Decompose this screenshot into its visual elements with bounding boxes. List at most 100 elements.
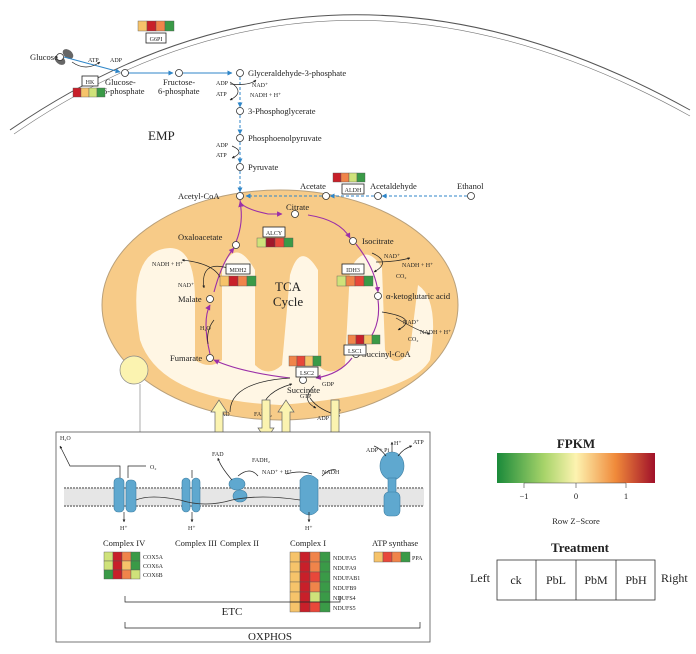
heatmap-hk-cell xyxy=(80,87,90,98)
gene-cox6a-cell xyxy=(121,560,132,571)
heatmap-ppa-cell xyxy=(382,551,393,563)
heatmap-lsc1-cell xyxy=(355,334,365,345)
oxphos-bracket xyxy=(124,622,421,629)
heatmap-aclcy xyxy=(256,237,294,248)
emp-label: EMP xyxy=(148,128,175,143)
gene-label: NDUFS4 xyxy=(333,596,356,602)
treatment-right: Right xyxy=(661,571,688,585)
gene-ndufa9-cell xyxy=(319,561,331,573)
treatment-pbh: PbH xyxy=(625,573,647,587)
gene-ndufa5-cell xyxy=(319,551,331,563)
atp-label: ATP xyxy=(413,440,424,446)
heatmap-aclcy-cell xyxy=(256,237,267,248)
gene-cox6b-cell xyxy=(103,569,114,580)
treatment-left: Left xyxy=(470,571,491,585)
heatmap-aldh-cell xyxy=(356,172,366,183)
heatmap-ppa-cell xyxy=(400,551,411,563)
fadh2-label: FADH₂ xyxy=(252,458,270,464)
ppa-label: PPA xyxy=(412,556,423,562)
gene-ndufb9-cell xyxy=(319,581,331,593)
complex-i-shape xyxy=(299,474,319,516)
nadh-label: NADH + H⁺ xyxy=(402,263,433,269)
heatmap-idh3-cell xyxy=(354,275,365,287)
treatment-pbm: PbM xyxy=(584,573,608,587)
heatmap-aldh xyxy=(332,172,366,183)
lsc1-label: LSC1 xyxy=(348,349,362,355)
legend-title: FPKM xyxy=(557,436,595,451)
complex3-label: Complex III xyxy=(175,538,217,548)
fad-label: FAD xyxy=(212,452,224,458)
gene-label: COX5A xyxy=(143,555,164,561)
gene-ndufab1-cell xyxy=(299,571,311,583)
gene-ndufb9-cell xyxy=(299,581,311,593)
heatmap-ppa xyxy=(373,551,411,563)
gene-label: NDUFAB1 xyxy=(333,576,360,582)
gtp-label: GTP xyxy=(300,394,312,400)
gene-cox6b-cell xyxy=(121,569,132,580)
gene-ndufs5-cell xyxy=(289,601,301,613)
gene-label: COX6A xyxy=(143,564,164,570)
gene-ndufa9-cell xyxy=(289,561,301,573)
gene-label: NDUFB9 xyxy=(333,586,356,592)
heatmap-lsc2-cell xyxy=(288,355,298,367)
heatmap-lsc2-cell xyxy=(304,355,314,367)
hplus-label: H⁺ xyxy=(305,526,313,532)
atp-synthase-shape xyxy=(379,451,405,517)
heatmap-idh3 xyxy=(336,275,374,287)
legend-tick-neg1: −1 xyxy=(519,491,528,501)
heatmap-aclcy-cell xyxy=(274,237,285,248)
g6p-label: Glucose-6-phosphate xyxy=(103,77,145,96)
gene-label: NDUFA5 xyxy=(333,556,356,562)
fad-label: FAD xyxy=(218,412,230,418)
nad-h-label: NAD⁺ + H⁺ xyxy=(262,470,292,476)
heatmap-aldh-cell xyxy=(340,172,350,183)
atp-label: ATP xyxy=(216,92,227,98)
heatmap-mdh2-cell xyxy=(246,275,257,287)
succinylcoa-label: Succinyl-CoA xyxy=(362,349,411,359)
heatmap-g6pi xyxy=(137,20,175,32)
hk-label: HK xyxy=(86,80,95,86)
tca-label-line2: Cycle xyxy=(273,294,304,309)
heatmap-lsc1-cell xyxy=(363,334,373,345)
gene-ndufb9-cell xyxy=(289,581,301,593)
glycolysis-pathway xyxy=(63,56,467,199)
gene-cox6a-cell xyxy=(103,560,114,571)
aclcy-label: ALCY xyxy=(266,231,283,237)
legend-tick-1: 1 xyxy=(624,491,628,501)
heatmap-g6pi-cell xyxy=(137,20,148,32)
o2-label: O₂ xyxy=(150,465,156,471)
lsc2-label: LSC2 xyxy=(300,371,314,377)
citrate-label: Citrate xyxy=(286,202,309,212)
nad-label: NAD⁺ xyxy=(252,83,268,89)
gene-ndufs5-cell xyxy=(319,601,331,613)
treatment-ck: ck xyxy=(510,573,521,587)
heatmap-g6pi-cell xyxy=(155,20,166,32)
gdp-label: GDP xyxy=(322,382,335,388)
fumarate-label: Fumarate xyxy=(170,353,202,363)
nad-label: NAD⁺ xyxy=(403,320,419,326)
heatmap-lsc2-cell xyxy=(296,355,306,367)
atpsynthase-label: ATP synthase xyxy=(372,538,418,548)
heatmap-mdh2-cell xyxy=(228,275,239,287)
zoom-circle xyxy=(119,355,149,385)
heatmap-lsc2 xyxy=(288,355,322,367)
gene-cox5a-cell xyxy=(121,551,132,562)
isocitrate-label: Isocitrate xyxy=(362,236,394,246)
adp-label: ADP xyxy=(216,143,229,149)
succinate-label: Succinate xyxy=(287,385,320,395)
treatment-table xyxy=(496,559,656,601)
complex-iv-shape xyxy=(113,477,137,513)
heatmap-idh3-cell xyxy=(336,275,347,287)
gene-ndufs5-cell xyxy=(299,601,311,613)
gene-ndufs4-cell xyxy=(289,591,301,603)
tca-label-line1: TCA xyxy=(275,279,302,294)
emp-nodes xyxy=(56,53,475,200)
gene-ndufs4-cell xyxy=(309,591,321,603)
complex1-label: Complex I xyxy=(290,538,326,548)
heatmap-aclcy-cell xyxy=(265,237,276,248)
adp-label: ADP xyxy=(110,58,123,64)
cell-membrane-inner xyxy=(13,20,691,135)
pep-label: Phosphoenolpyruvate xyxy=(248,133,322,143)
